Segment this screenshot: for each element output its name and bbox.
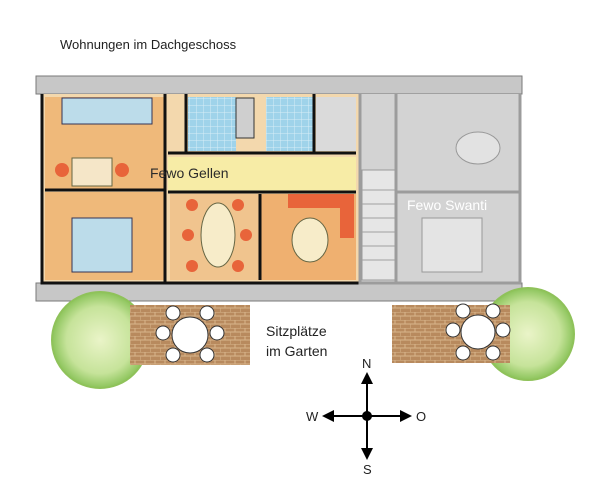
garden-chair xyxy=(209,325,225,341)
label-fewo-swanti: Fewo Swanti xyxy=(407,197,487,213)
garden-left xyxy=(51,291,250,389)
bed-top xyxy=(61,97,153,125)
compass-rose: N S W O xyxy=(306,356,426,477)
swanti-walls xyxy=(358,94,522,285)
bathroom-tiles xyxy=(188,97,236,151)
garden-chair xyxy=(455,345,471,361)
garden-right xyxy=(392,287,575,381)
garden-chair xyxy=(495,322,511,338)
compass-north: N xyxy=(362,356,371,371)
apartment-gellen: Fewo Gellen xyxy=(40,94,360,285)
swanti-table xyxy=(455,131,501,165)
bed-bottom xyxy=(71,217,133,273)
bathroom-tiles-2 xyxy=(266,97,314,151)
table-round xyxy=(291,217,329,263)
swanti-bath xyxy=(316,97,356,151)
gellen-walls xyxy=(40,94,360,285)
compass-south: S xyxy=(363,462,372,477)
roof-strip-top xyxy=(35,75,523,95)
garden-chair xyxy=(199,347,215,363)
garden-chair xyxy=(165,347,181,363)
garden-chair xyxy=(455,303,471,319)
plan-title: Wohnungen im Dachgeschoss xyxy=(60,37,237,52)
arrow-north xyxy=(361,372,373,384)
corner-sofa xyxy=(288,194,354,208)
table-left xyxy=(71,157,113,187)
compass-east: O xyxy=(416,409,426,424)
stairwell xyxy=(361,169,397,281)
stairs xyxy=(362,189,396,261)
arrow-east xyxy=(400,410,412,422)
garden-chair xyxy=(445,322,461,338)
label-fewo-gellen: Fewo Gellen xyxy=(150,165,229,181)
garden-chair xyxy=(155,325,171,341)
garden-label-line2: im Garten xyxy=(266,343,327,359)
garden-chair xyxy=(199,305,215,321)
chair xyxy=(182,229,194,241)
apartment-swanti: Fewo Swanti xyxy=(316,94,522,285)
garden-chair xyxy=(485,303,501,319)
hallway xyxy=(168,157,356,191)
table-oval xyxy=(200,202,236,268)
chair xyxy=(240,229,252,241)
swanti-bed xyxy=(421,217,483,273)
chair xyxy=(186,260,198,272)
compass-west: W xyxy=(306,409,319,424)
chair xyxy=(232,260,244,272)
chair xyxy=(232,199,244,211)
arrow-west xyxy=(322,410,334,422)
garden-chair xyxy=(485,345,501,361)
chair xyxy=(55,163,69,177)
garden-table-left xyxy=(171,316,209,354)
arrow-south xyxy=(361,448,373,460)
corner-sofa-side xyxy=(340,194,354,238)
compass-center xyxy=(362,411,372,421)
garden-table-right xyxy=(460,314,496,350)
garden-chair xyxy=(165,305,181,321)
garden-label-line1: Sitzplätze xyxy=(266,323,327,339)
chair xyxy=(115,163,129,177)
kitchen-counter xyxy=(235,97,255,139)
chair xyxy=(186,199,198,211)
